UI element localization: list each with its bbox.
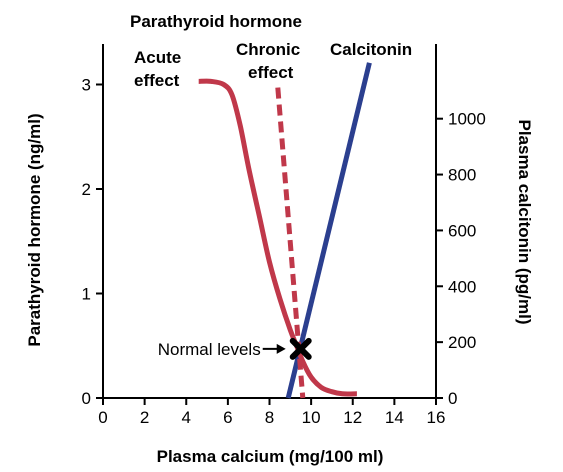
y-left-tick-label: 3 <box>82 76 91 95</box>
y-right-tick-label: 0 <box>448 389 457 408</box>
y-left-tick-label: 2 <box>82 180 91 199</box>
calcitonin-line <box>285 62 372 399</box>
acute-label-line1: Acute <box>134 48 181 67</box>
normal-levels-marker <box>289 337 312 360</box>
x-axis-label: Plasma calcium (mg/100 ml) <box>157 447 384 466</box>
y-right-tick-label: 400 <box>448 277 476 296</box>
y-right-tick-label: 200 <box>448 333 476 352</box>
x-tick-label: 16 <box>427 408 446 427</box>
y-left-tick-label: 1 <box>82 285 91 304</box>
pth-title: Parathyroid hormone <box>130 12 302 31</box>
x-tick-label: 14 <box>385 408 404 427</box>
x-tick-label: 6 <box>223 408 232 427</box>
y-axis-right-label: Plasma calcitonin (pg/ml) <box>515 120 534 325</box>
x-tick-label: 8 <box>265 408 274 427</box>
x-tick-label: 2 <box>140 408 149 427</box>
x-tick-label: 0 <box>98 408 107 427</box>
normal-levels-label: Normal levels <box>158 340 261 359</box>
x-tick-label: 10 <box>302 408 321 427</box>
normal-levels-annotation: Normal levels <box>158 337 312 360</box>
x-tick-label: 12 <box>343 408 362 427</box>
chronic-label-line2: effect <box>248 63 294 82</box>
normal-levels-arrowhead <box>276 343 286 354</box>
calcitonin-label: Calcitonin <box>330 40 412 59</box>
y-left-tick-label: 0 <box>82 389 91 408</box>
acute-label-line2: effect <box>134 71 180 90</box>
x-tick-label: 4 <box>182 408 191 427</box>
acute-effect-line <box>198 78 357 397</box>
y-right-tick-label: 800 <box>448 166 476 185</box>
y-right-tick-label: 1000 <box>448 110 486 129</box>
y-right-tick-label: 600 <box>448 221 476 240</box>
chronic-label-line1: Chronic <box>236 40 300 59</box>
y-axis-left-label: Parathyroid hormone (ng/ml) <box>25 113 44 346</box>
